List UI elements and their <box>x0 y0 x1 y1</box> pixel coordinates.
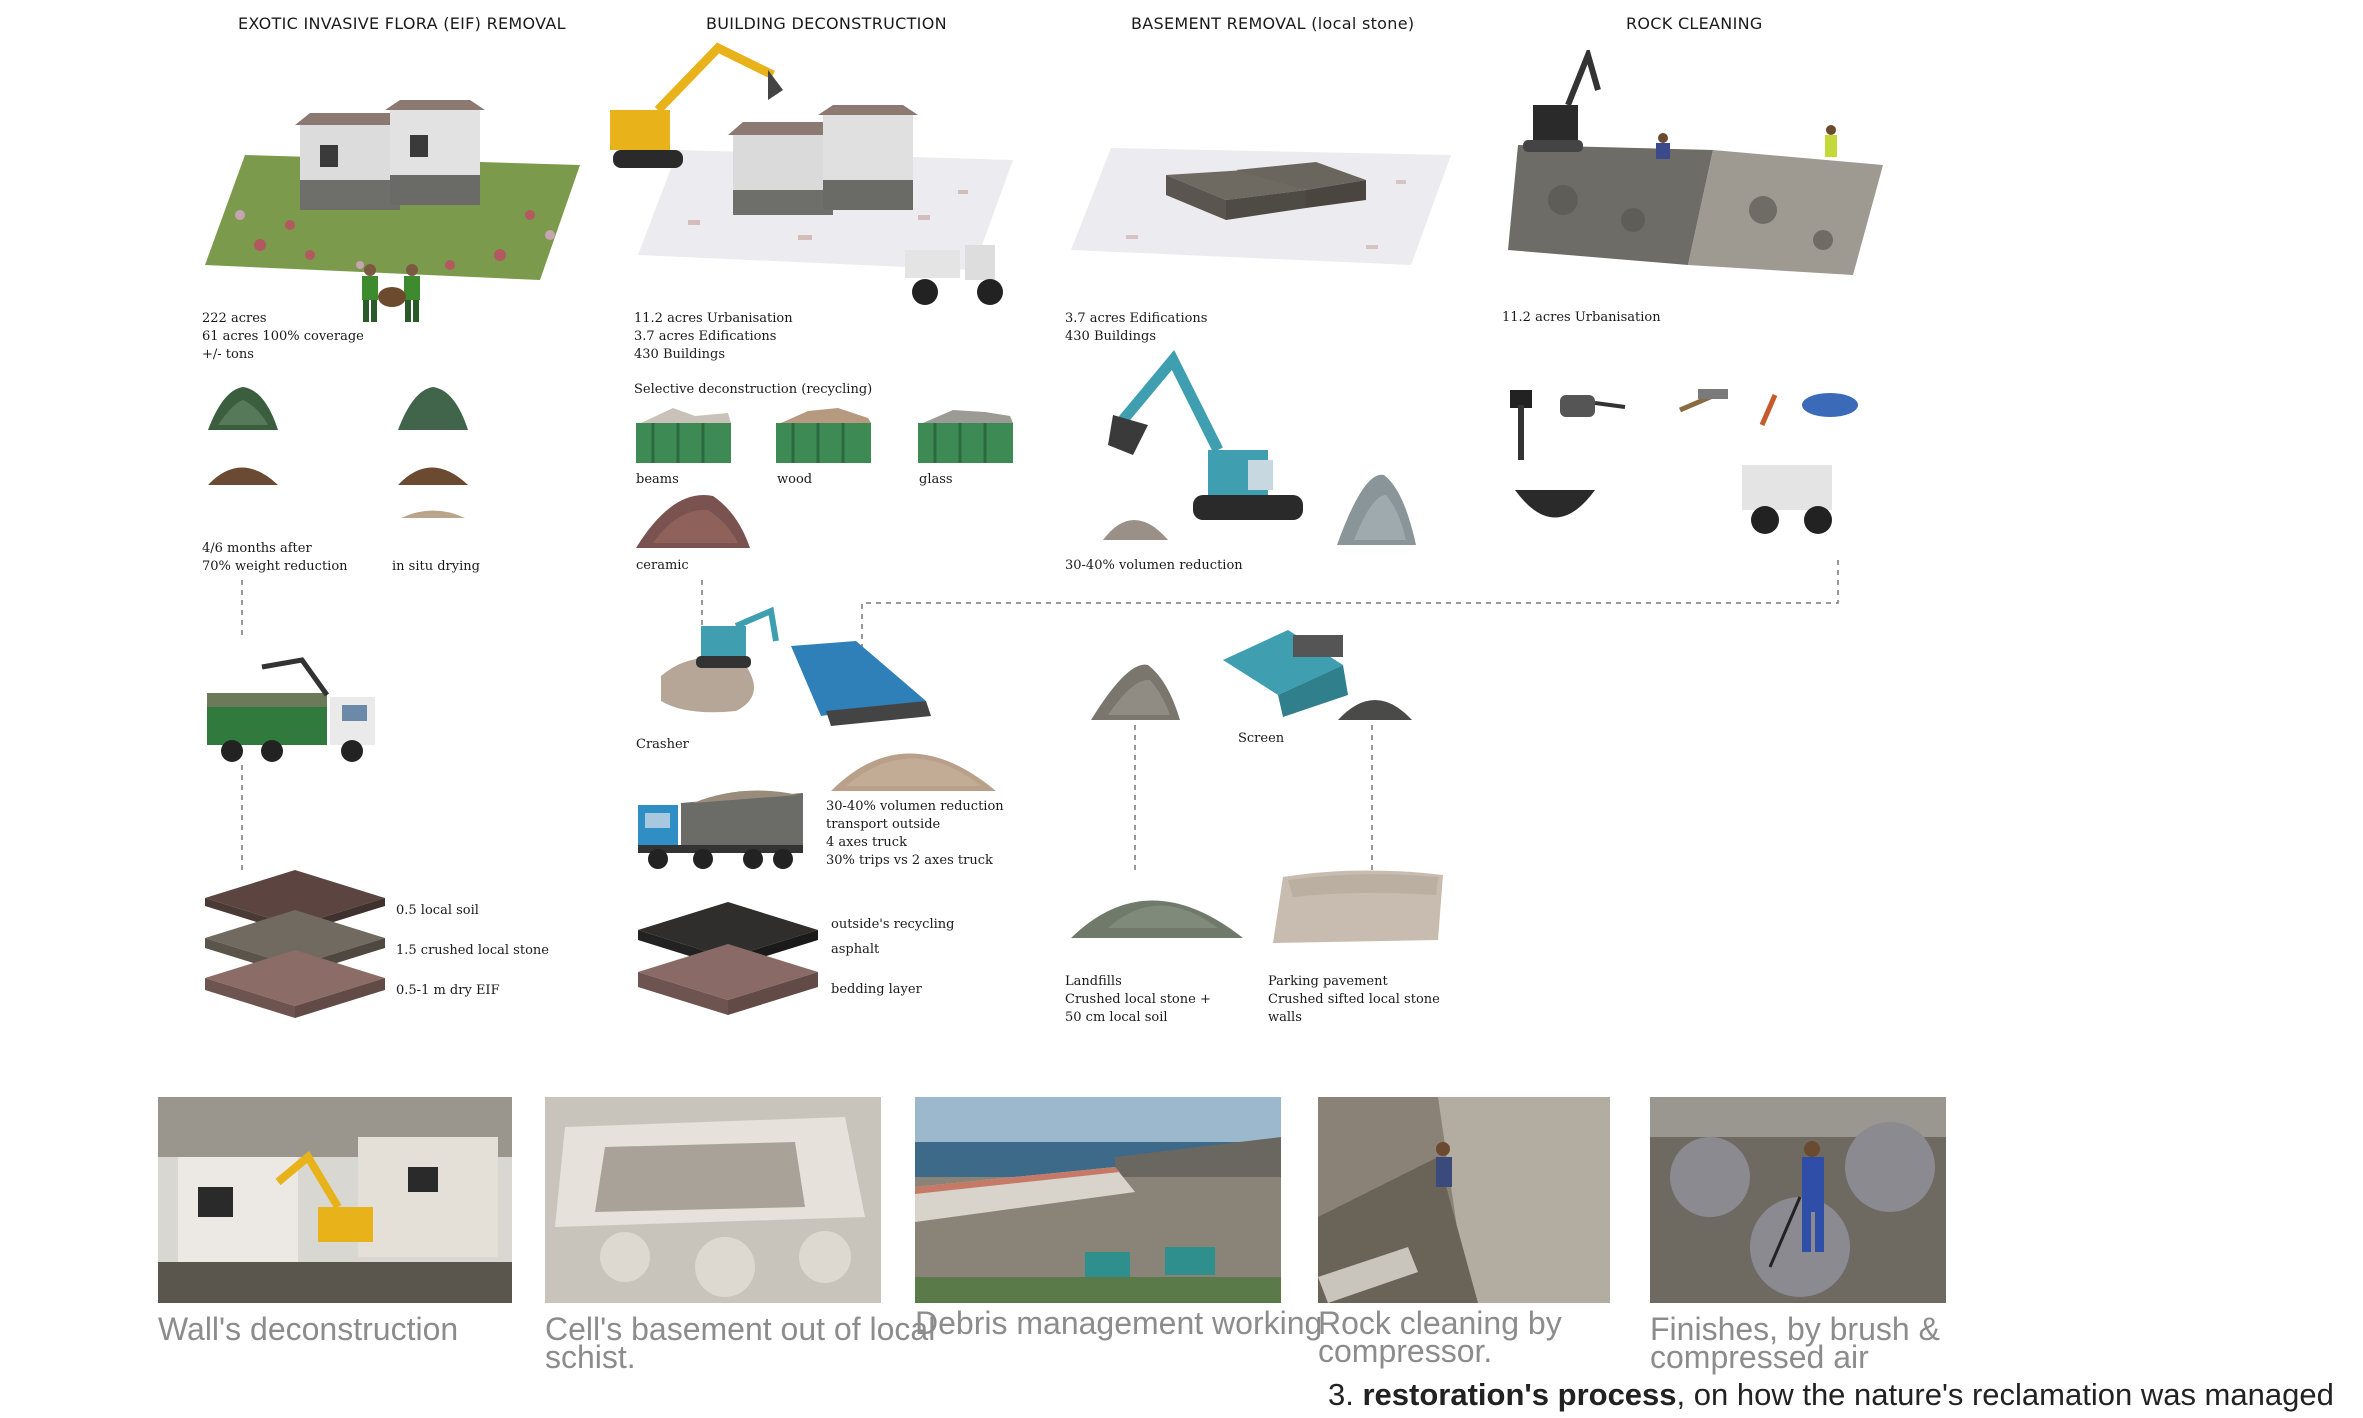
crane-truck-green <box>207 657 375 762</box>
eif-field-illustration <box>205 100 580 280</box>
parking-pavement-icon <box>1273 870 1443 943</box>
rock-stats: 11.2 acres Urbanisation <box>1502 310 1661 325</box>
selective-deconstruction-label: Selective deconstruction (recycling) <box>634 382 873 397</box>
eif-layer-bottom: 0.5-1 m dry EIF <box>396 983 500 998</box>
container-label-beams: beams <box>636 472 679 487</box>
photo-caption-debris: Debris management working <box>915 1305 1323 1341</box>
eif-layers-stack <box>205 870 385 1018</box>
excavator-teal-icon <box>1103 350 1303 540</box>
building-demolition-illustration <box>610 42 1013 270</box>
screen-label: Screen <box>1238 731 1285 746</box>
eif-green-pile-icon <box>208 387 278 485</box>
eif-drying-left: 4/6 months after 70% weight reduction <box>202 541 348 574</box>
eif-layer-top: 0.5 local soil <box>396 903 479 918</box>
building-layer-asphalt: asphalt <box>831 942 880 957</box>
figure-caption-number: 3. <box>1328 1377 1354 1412</box>
landfills-notes: Landfills Crushed local stone + 50 cm lo… <box>1065 974 1211 1025</box>
jackhammer-icon <box>1510 390 1532 408</box>
header-eif-removal: EXOTIC INVASIVE FLORA (EIF) REMOVAL <box>238 14 566 33</box>
crasher-illustration <box>661 606 996 791</box>
container-label-glass: glass <box>919 472 953 487</box>
bucket-icon <box>1515 490 1595 518</box>
building-stats: 11.2 acres Urbanisation 3.7 acres Edific… <box>634 311 793 362</box>
photo-rock-cleaning-compressor <box>1318 1097 1610 1303</box>
photo-caption-finishes: Finishes, by brush & compressed air <box>1650 1311 1940 1375</box>
photo-caption-rock-cleaning: Rock cleaning by compressor. <box>1318 1305 1562 1369</box>
figure-caption-bold: restoration's process <box>1362 1377 1677 1412</box>
ceramic-pile-icon <box>636 495 750 548</box>
dumper-icon <box>905 245 1003 305</box>
building-layer-recycling: outside's recycling <box>831 917 955 932</box>
building-layer-bedding: bedding layer <box>831 982 922 997</box>
header-building-deconstruction: BUILDING DECONSTRUCTION <box>706 14 947 33</box>
header-basement-removal: BASEMENT REMOVAL (local stone) <box>1131 14 1415 33</box>
photo-basement-schist <box>545 1097 881 1303</box>
eif-drying-right: in situ drying <box>392 559 480 574</box>
figure-caption-rest: , on how the nature's reclamation was ma… <box>1676 1377 2334 1412</box>
landfill-mound-icon <box>1071 900 1243 938</box>
screen-machine-icon <box>1223 630 1348 717</box>
rock-cleaning-illustration <box>1508 50 1883 275</box>
photo-caption-basement: Cell's basement out of local schist. <box>545 1311 936 1375</box>
photo-caption-walls: Wall's deconstruction <box>158 1311 459 1347</box>
basement-foundation-illustration <box>1071 148 1451 265</box>
header-rock-cleaning: ROCK CLEANING <box>1626 14 1763 33</box>
container-beams-icon <box>636 408 731 463</box>
rock-tools-group <box>1510 389 1858 534</box>
crushed-stone-pile-icon <box>1337 474 1416 545</box>
eif-stats: 222 acres 61 acres 100% coverage +/- ton… <box>202 311 364 362</box>
parking-source-pile-icon <box>1338 700 1412 720</box>
workers-carrying-icon <box>362 264 420 322</box>
photo-finishes-brush-air <box>1650 1097 1946 1303</box>
eif-layer-mid: 1.5 crushed local stone <box>396 943 549 958</box>
transport-notes: 30-40% volumen reduction transport outsi… <box>826 799 1004 868</box>
eif-dried-pile-icon <box>398 387 468 518</box>
brush-icon <box>1802 393 1858 417</box>
basement-reduction-label: 30-40% volumen reduction <box>1065 558 1243 573</box>
ceramic-label: ceramic <box>636 558 689 573</box>
photo-walls-deconstruction <box>158 1097 512 1303</box>
crasher-label: Crasher <box>636 737 689 752</box>
container-label-wood: wood <box>777 472 813 487</box>
trowel-icon <box>1759 394 1778 426</box>
parking-notes: Parking pavement Crushed sifted local st… <box>1268 974 1440 1025</box>
drill-icon <box>1560 395 1595 417</box>
figure-caption: 3. restoration's process, on how the nat… <box>1328 1377 2334 1413</box>
dumper-small-icon <box>1742 465 1832 510</box>
dump-truck-blue <box>638 790 803 869</box>
photo-debris-management <box>915 1097 1281 1303</box>
basement-stats: 3.7 acres Edifications 430 Buildings <box>1065 311 1208 344</box>
container-wood-icon <box>776 408 871 463</box>
container-glass-icon <box>918 410 1013 463</box>
building-layers-stack <box>638 902 818 1015</box>
landfill-source-pile-icon <box>1091 664 1180 720</box>
